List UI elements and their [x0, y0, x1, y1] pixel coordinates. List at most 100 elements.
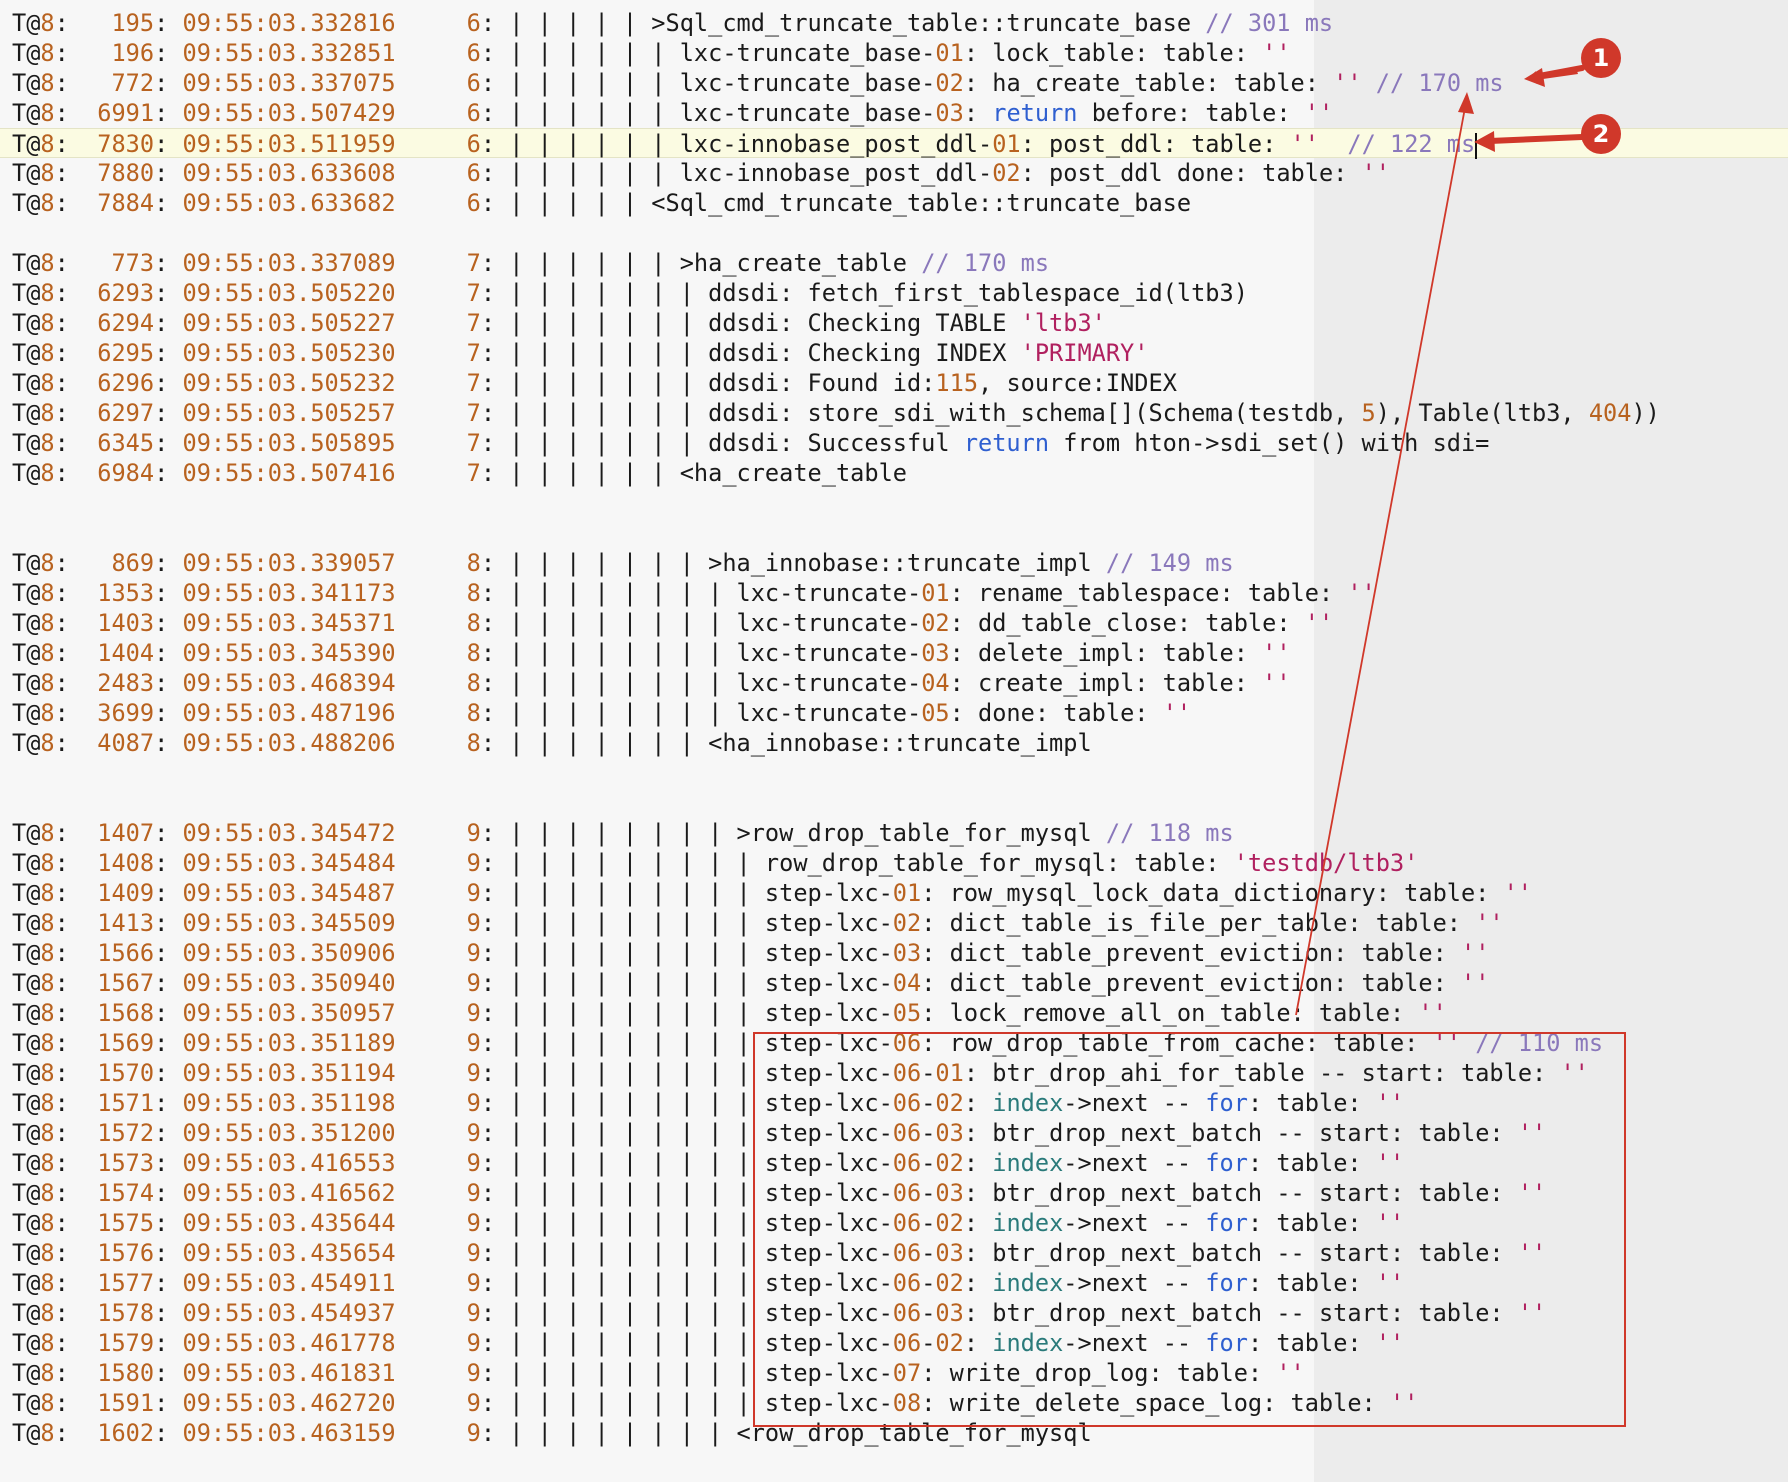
token-ln: 8 — [40, 1299, 55, 1327]
text-cursor — [1475, 132, 1478, 159]
token-str: '' — [1304, 99, 1334, 127]
token-t: : — [154, 399, 183, 427]
token-t: : — [154, 1389, 183, 1417]
token-num: 09:55:03.345487 — [182, 879, 396, 907]
token-num: 09:55:03.454937 — [182, 1299, 396, 1327]
token-ln: 1569 — [97, 1029, 155, 1057]
token-t: : — [54, 549, 112, 577]
log-line: T@8: 196: 09:55:03.332851 6: | | | | | |… — [0, 38, 1788, 68]
token-num: 9 — [466, 969, 481, 997]
token-t: : — [54, 249, 112, 277]
token-t: : — [154, 279, 183, 307]
token-t: T@ — [12, 909, 41, 937]
token-t: T@ — [12, 1239, 41, 1267]
token-t: T@ — [12, 819, 41, 847]
token-ln: 1574 — [97, 1179, 155, 1207]
token-t: T@ — [12, 879, 41, 907]
token-ln: 6293 — [97, 279, 155, 307]
log-line: T@8: 6297: 09:55:03.505257 7: | | | | | … — [0, 398, 1788, 428]
log-line: T@8: 195: 09:55:03.332816 6: | | | | | >… — [0, 8, 1788, 38]
token-ln: 1570 — [97, 1059, 155, 1087]
token-t: : lock_table: table: — [963, 39, 1263, 67]
token-ln: 1602 — [97, 1419, 155, 1447]
token-t: : — [154, 1089, 183, 1117]
token-t: : — [54, 279, 98, 307]
token-str: '' — [1517, 1179, 1547, 1207]
token-t: : — [54, 39, 112, 67]
token-num: 09:55:03.332816 — [182, 9, 396, 37]
token-str: '' — [1375, 1209, 1405, 1237]
token-ln: 8 — [40, 399, 55, 427]
token-ln: 1572 — [97, 1119, 155, 1147]
token-num: 08 — [892, 1389, 922, 1417]
token-ty: index — [992, 1089, 1064, 1117]
token-num: 02 — [935, 1269, 964, 1297]
token-t: : — [54, 849, 98, 877]
token-t: , source:INDEX — [978, 369, 1177, 397]
token-t: : dict_table_is_file_per_table: table: — [921, 909, 1476, 937]
token-num: 7 — [466, 369, 481, 397]
token-t: : | | | | | | | | lxc-truncate- — [480, 579, 922, 607]
token-t: : — [54, 1269, 98, 1297]
token-num: 6 — [466, 99, 481, 127]
token-t: - — [921, 1209, 936, 1237]
log-line: T@8: 1566: 09:55:03.350906 9: | | | | | … — [0, 938, 1788, 968]
token-t: : | | | | | | lxc-innobase_post_ddl- — [480, 130, 993, 158]
token-cm: // 122 ms — [1347, 130, 1476, 158]
token-t: T@ — [12, 609, 41, 637]
token-ln: 8 — [40, 159, 55, 187]
token-num: 09:55:03.337075 — [182, 69, 396, 97]
token-ln: 8 — [40, 609, 55, 637]
token-num: 7 — [466, 339, 481, 367]
token-num: 01 — [892, 879, 922, 907]
log-line: T@8: 3699: 09:55:03.487196 8: | | | | | … — [0, 698, 1788, 728]
token-ln: 6345 — [97, 429, 155, 457]
token-t: : | | | | | | | | | step-lxc- — [480, 1029, 893, 1057]
token-ln: 8 — [40, 639, 55, 667]
token-ty: index — [992, 1149, 1064, 1177]
token-ln: 1578 — [97, 1299, 155, 1327]
token-num: 09:55:03.332851 — [182, 39, 396, 67]
token-t: ->next -- — [1063, 1149, 1206, 1177]
log-line: T@8: 1572: 09:55:03.351200 9: | | | | | … — [0, 1118, 1788, 1148]
token-t: T@ — [12, 1359, 41, 1387]
token-str: '' — [1418, 999, 1447, 1027]
token-str: '' — [1560, 1059, 1589, 1087]
token-ln: 8 — [40, 339, 55, 367]
log-line: T@8: 1602: 09:55:03.463159 9: | | | | | … — [0, 1418, 1788, 1448]
token-t: : — [54, 969, 98, 997]
token-t: T@ — [12, 309, 41, 337]
token-num: 8 — [466, 699, 481, 727]
token-t: : — [54, 1029, 98, 1057]
token-ln: 1407 — [97, 819, 155, 847]
log-line: T@8: 6293: 09:55:03.505220 7: | | | | | … — [0, 278, 1788, 308]
token-num: 02 — [892, 909, 922, 937]
token-str: 'PRIMARY' — [1020, 339, 1149, 367]
token-ln: 1413 — [97, 909, 155, 937]
token-t: : | | | | | | | | | step-lxc- — [480, 999, 893, 1027]
token-num: 9 — [466, 879, 481, 907]
log-line: T@8: 1574: 09:55:03.416562 9: | | | | | … — [0, 1178, 1788, 1208]
token-t: T@ — [12, 579, 41, 607]
token-t: T@ — [12, 849, 41, 877]
token-ln: 1567 — [97, 969, 155, 997]
token-ln: 6294 — [97, 309, 155, 337]
token-ln: 1577 — [97, 1269, 155, 1297]
token-ln: 8 — [40, 699, 55, 727]
token-t: : — [54, 130, 98, 158]
connector-arrowhead — [1458, 92, 1474, 114]
token-t: : — [54, 579, 98, 607]
token-t: T@ — [12, 1269, 41, 1297]
token-num: 09:55:03.505257 — [182, 399, 396, 427]
token-t: : — [54, 639, 98, 667]
token-t: : — [54, 159, 98, 187]
token-ln: 8 — [40, 1089, 55, 1117]
token-t: T@ — [12, 1329, 41, 1357]
token-num: 8 — [466, 729, 481, 757]
token-t: : | | | | | | | | lxc-truncate- — [480, 609, 922, 637]
token-ln: 8 — [40, 579, 55, 607]
token-num: 03 — [935, 1179, 964, 1207]
token-kw: for — [1205, 1269, 1248, 1297]
token-t: : | | | | | | | | | step-lxc- — [480, 1179, 893, 1207]
